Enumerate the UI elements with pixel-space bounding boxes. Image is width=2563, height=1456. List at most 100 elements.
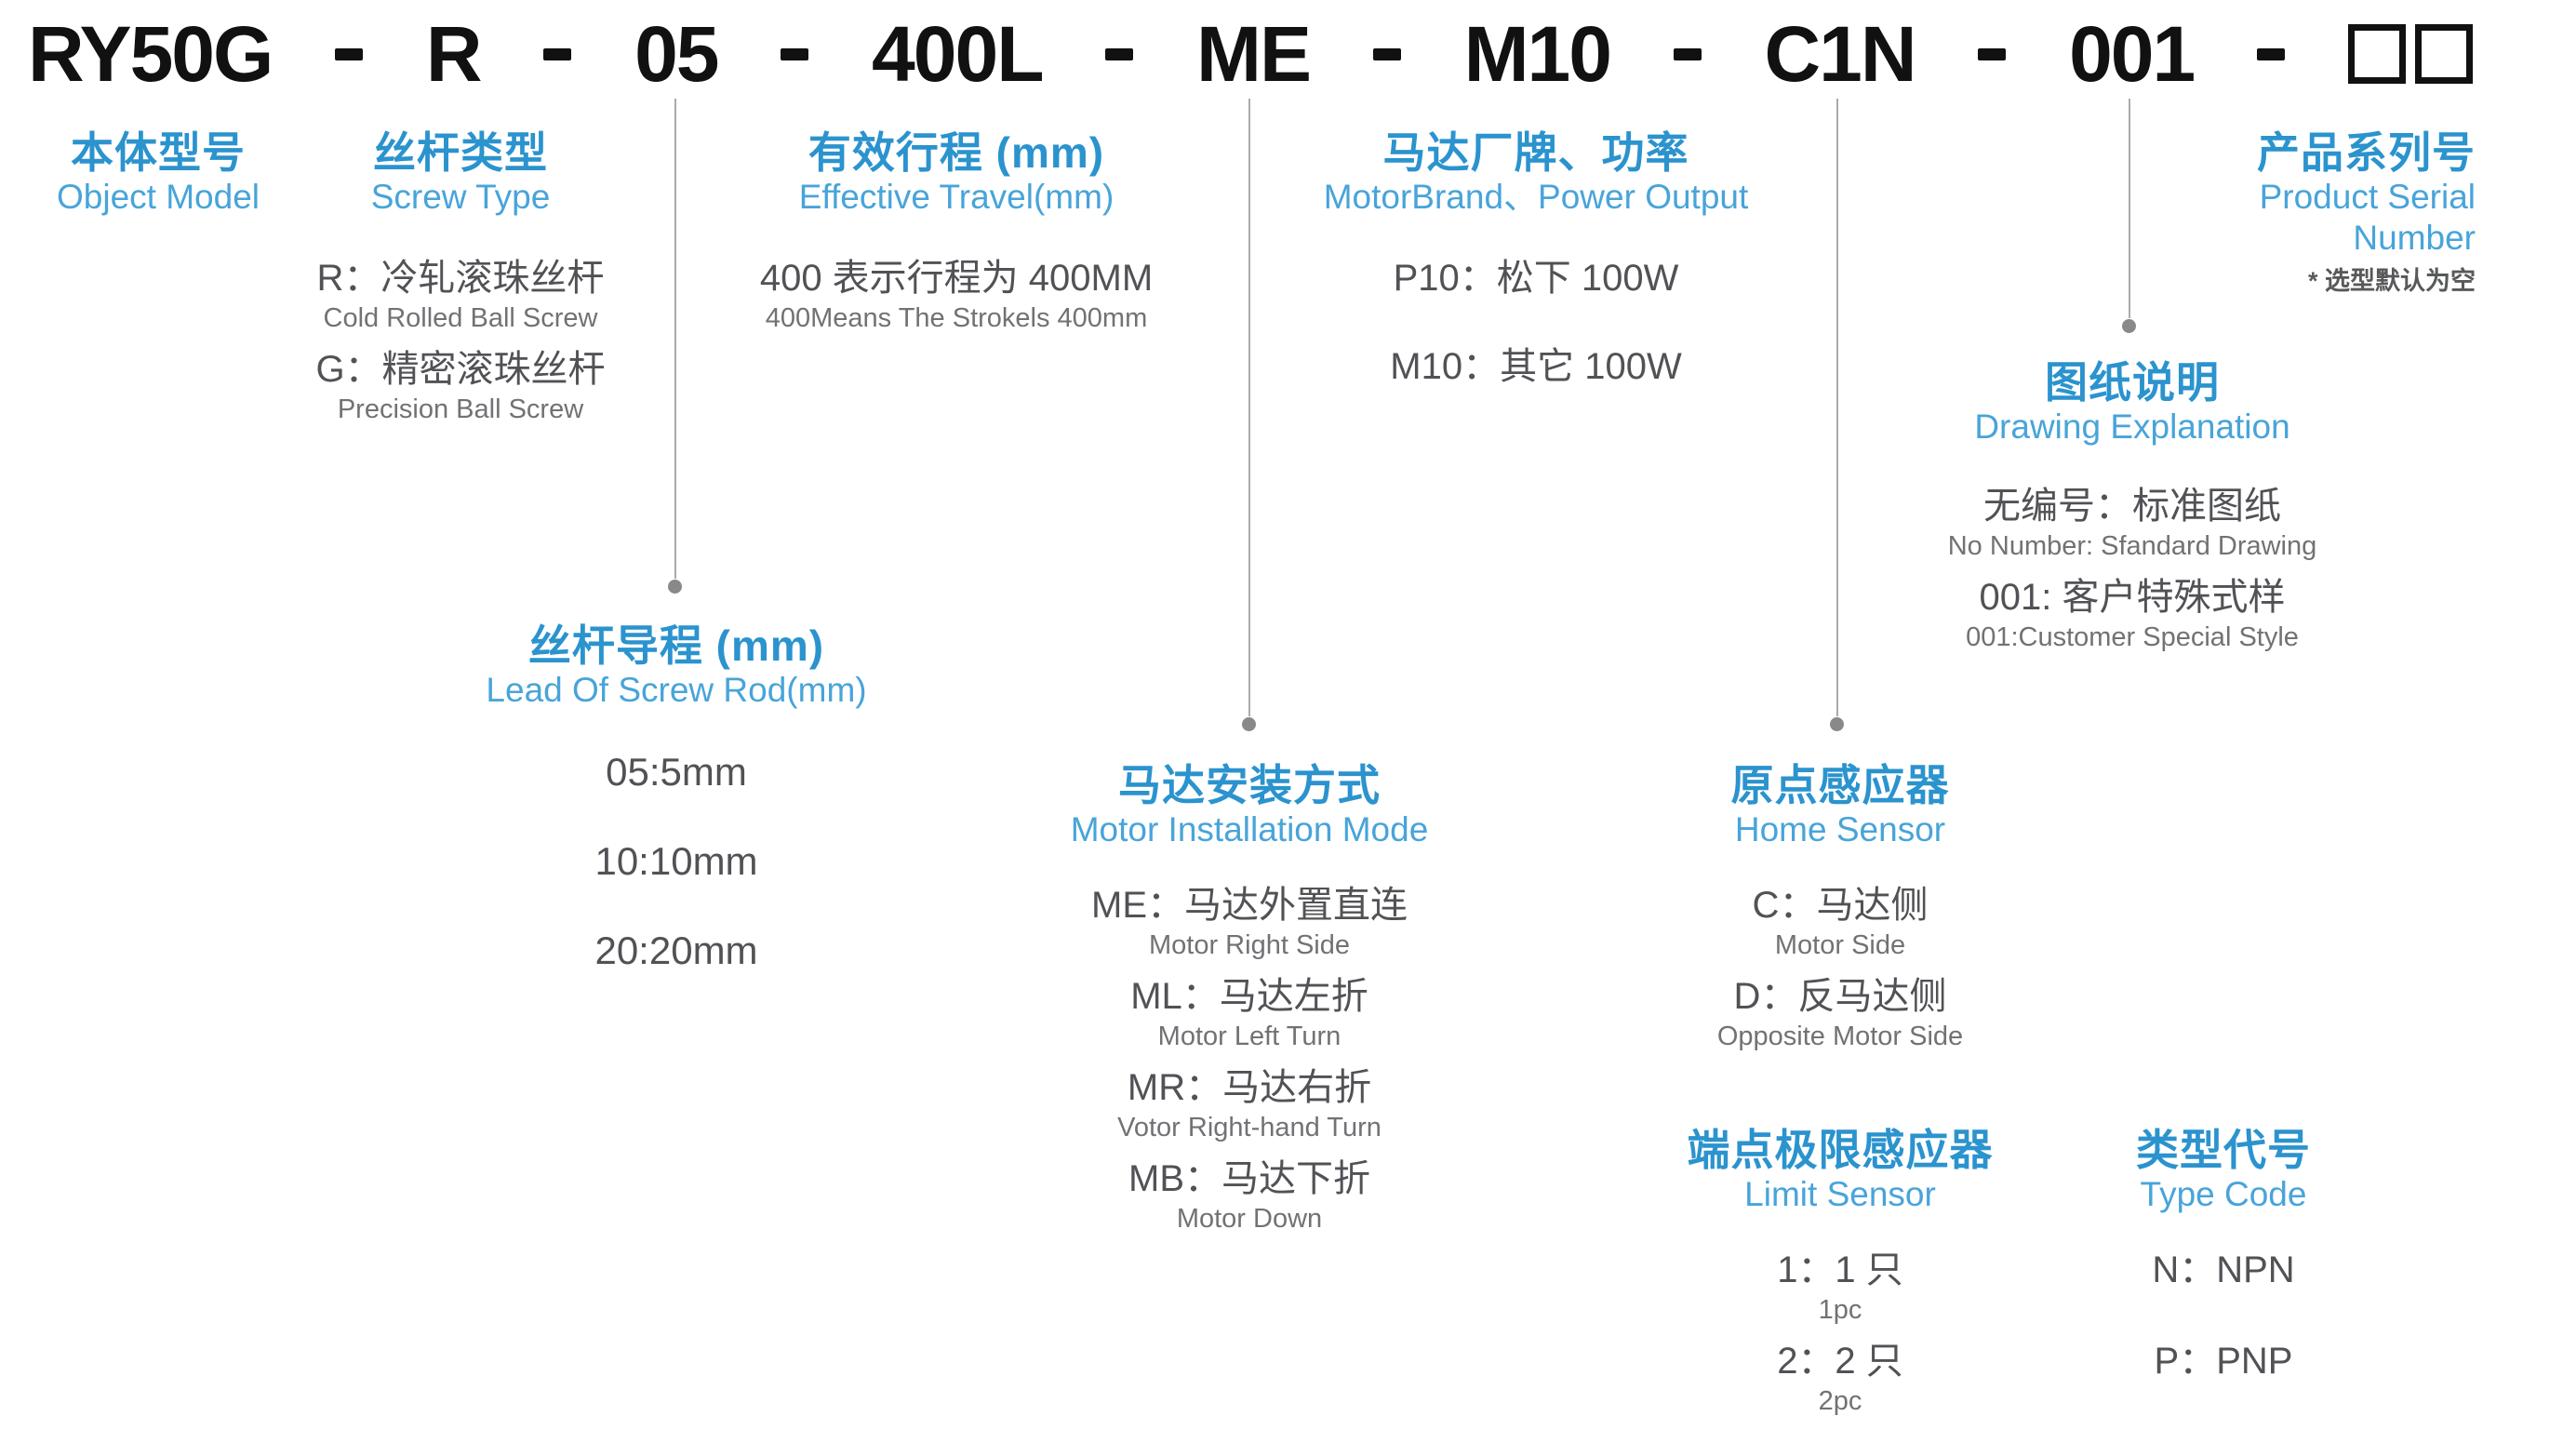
option-row: ML：马达左折 Motor Left Turn bbox=[1071, 973, 1429, 1053]
option-label-en: 400Means The Strokels 400mm bbox=[765, 303, 1148, 333]
dash-separator bbox=[1105, 47, 1134, 60]
option-list: ME：马达外置直连 Motor Right Side ML：马达左折 Motor… bbox=[1071, 882, 1429, 1236]
connector-line-lead bbox=[674, 99, 676, 579]
option-row: 无编号：标准图纸 No Number: Sfandard Drawing bbox=[1948, 483, 2317, 563]
option-label-zh: 20:20mm bbox=[594, 928, 758, 972]
option-label-en: Cold Rolled Ball Screw bbox=[323, 303, 598, 333]
section-screw-type: 丝杆类型 Screw Type R：冷轧滚珠丝杆 Cold Rolled Bal… bbox=[315, 128, 605, 437]
option-label-en: Opposite Motor Side bbox=[1716, 1022, 1964, 1051]
model-segment-installation: ME bbox=[1196, 10, 1312, 98]
model-segment-lead: 05 bbox=[634, 10, 719, 98]
section-home-sensor: 原点感应器 Home Sensor C：马达侧 Motor Side D：反马达… bbox=[1717, 761, 1963, 1064]
section-motor-brand: 马达厂牌、功率 MotorBrand、Power Output P10：松下 1… bbox=[1324, 128, 1749, 432]
section-effective-travel: 有效行程 (mm) Effective Travel(mm) 400 表示行程为… bbox=[760, 128, 1153, 346]
section-title-en: Lead Of Screw Rod(mm) bbox=[486, 671, 867, 709]
model-code-title: RY50G R 05 400L ME M10 C1N 001 bbox=[28, 7, 2473, 100]
section-limit-sensor: 端点极限感应器 Limit Sensor 1：1 只 1pc 2：2 只 2pc bbox=[1688, 1126, 1994, 1429]
placeholder-box bbox=[2414, 24, 2473, 84]
connector-line-home-sensor bbox=[1836, 99, 1838, 716]
dash-separator bbox=[781, 47, 809, 60]
option-list: C：马达侧 Motor Side D：反马达侧 Opposite Motor S… bbox=[1717, 882, 1963, 1053]
option-label-zh: R：冷轧滚珠丝杆 bbox=[316, 258, 605, 299]
option-row: 400 表示行程为 400MM 400Means The Strokels 40… bbox=[760, 255, 1153, 335]
section-title-en: Drawing Explanation bbox=[1974, 407, 2290, 446]
dash-separator bbox=[1673, 47, 1702, 60]
option-label-zh: 10:10mm bbox=[594, 839, 758, 883]
option-row: M10：其它 100W bbox=[1324, 343, 1749, 390]
section-title-en: Limit Sensor bbox=[1744, 1175, 1936, 1213]
option-label-zh: MR：马达右折 bbox=[1127, 1067, 1372, 1108]
option-row: R：冷轧滚珠丝杆 Cold Rolled Ball Screw bbox=[315, 255, 605, 335]
option-label-zh: N：NPN bbox=[2152, 1249, 2295, 1290]
option-label-en: Precision Ball Screw bbox=[337, 394, 584, 424]
option-label-zh: M10：其它 100W bbox=[1390, 346, 1682, 387]
option-label-zh: ME：马达外置直连 bbox=[1091, 885, 1408, 926]
placeholder-box bbox=[2347, 24, 2406, 84]
option-label-zh: C：马达侧 bbox=[1752, 885, 1929, 926]
model-segment-motor: M10 bbox=[1463, 10, 1612, 98]
option-row: 05:5mm bbox=[486, 748, 866, 796]
option-label-en: 2pc bbox=[1818, 1386, 1862, 1416]
section-title-zh: 丝杆类型 bbox=[373, 128, 548, 177]
section-title-en: Effective Travel(mm) bbox=[798, 178, 1115, 216]
model-segment-body: RY50G bbox=[28, 10, 274, 98]
option-list: 400 表示行程为 400MM 400Means The Strokels 40… bbox=[760, 255, 1153, 335]
model-segment-travel: 400L bbox=[872, 10, 1044, 98]
section-title-zh: 本体型号 bbox=[71, 128, 246, 177]
option-list: R：冷轧滚珠丝杆 Cold Rolled Ball Screw G：精密滚珠丝杆… bbox=[315, 255, 605, 426]
option-label-zh: D：反马达侧 bbox=[1733, 976, 1947, 1017]
option-row: MR：马达右折 Votor Right-hand Turn bbox=[1071, 1064, 1429, 1144]
model-segment-drawing: 001 bbox=[2069, 10, 2196, 98]
model-segment-screw-type: R bbox=[425, 10, 483, 98]
option-label-en: Motor Right Side bbox=[1149, 930, 1350, 960]
section-motor-installation: 马达安装方式 Motor Installation Mode ME：马达外置直连… bbox=[1071, 761, 1429, 1247]
dash-separator bbox=[543, 47, 572, 60]
section-title-en-line1: Product Serial bbox=[2259, 178, 2476, 216]
option-label-zh: 1：1 只 bbox=[1777, 1249, 1903, 1290]
connector-dot-home-sensor bbox=[1830, 717, 1844, 731]
option-label-zh: G：精密滚珠丝杆 bbox=[315, 349, 606, 390]
connector-dot-installation bbox=[1242, 717, 1256, 731]
option-row: G：精密滚珠丝杆 Precision Ball Screw bbox=[315, 346, 605, 426]
section-title-zh: 丝杆导程 (mm) bbox=[527, 621, 825, 670]
connector-line-drawing bbox=[2129, 99, 2130, 318]
section-drawing-explanation: 图纸说明 Drawing Explanation 无编号：标准图纸 No Num… bbox=[1948, 358, 2317, 665]
section-title-en: Type Code bbox=[2140, 1175, 2307, 1213]
section-title-zh: 马达厂牌、功率 bbox=[1382, 128, 1689, 177]
section-title-zh: 类型代号 bbox=[2136, 1126, 2311, 1174]
option-row: ME：马达外置直连 Motor Right Side bbox=[1071, 882, 1429, 962]
section-type-code: 类型代号 Type Code N：NPN P：PNP bbox=[2136, 1126, 2311, 1429]
dash-separator bbox=[2257, 47, 2286, 60]
dash-separator bbox=[1372, 47, 1401, 60]
dash-separator bbox=[1978, 47, 2007, 60]
option-row: D：反马达侧 Opposite Motor Side bbox=[1717, 973, 1963, 1053]
option-row: 20:20mm bbox=[486, 927, 866, 975]
option-label-en: 1pc bbox=[1818, 1295, 1862, 1325]
serial-placeholder bbox=[2347, 24, 2473, 84]
option-label-en: 001:Customer Special Style bbox=[1966, 622, 2299, 652]
option-label-zh: MB：马达下折 bbox=[1128, 1158, 1370, 1199]
option-row: P10：松下 100W bbox=[1324, 255, 1749, 301]
section-title-en: Object Model bbox=[57, 178, 260, 216]
option-row: 10:10mm bbox=[486, 837, 866, 886]
section-title-en: Home Sensor bbox=[1734, 810, 1946, 848]
model-segment-sensor: C1N bbox=[1764, 10, 1917, 98]
option-list: 1：1 只 1pc 2：2 只 2pc bbox=[1688, 1247, 1994, 1418]
option-row: MB：马达下折 Motor Down bbox=[1071, 1155, 1429, 1236]
option-label-zh: P：PNP bbox=[2154, 1341, 2293, 1382]
section-title-zh: 图纸说明 bbox=[2044, 358, 2220, 407]
section-title-zh: 马达安装方式 bbox=[1118, 761, 1381, 809]
section-title-zh: 端点极限感应器 bbox=[1687, 1126, 1994, 1174]
section-object-model: 本体型号 Object Model bbox=[57, 128, 260, 218]
section-title-en: MotorBrand、Power Output bbox=[1323, 178, 1749, 216]
option-label-zh: 400 表示行程为 400MM bbox=[759, 258, 1154, 299]
option-row: C：马达侧 Motor Side bbox=[1717, 882, 1963, 962]
option-label-en: Motor Down bbox=[1176, 1204, 1323, 1234]
section-title-zh: 产品系列号 bbox=[2257, 128, 2476, 177]
dash-separator bbox=[335, 47, 364, 60]
option-list: 05:5mm 10:10mm 20:20mm bbox=[486, 748, 866, 975]
section-product-serial: 产品系列号 Product Serial Number * 选型默认为空 bbox=[2257, 128, 2476, 296]
option-list: P10：松下 100W M10：其它 100W bbox=[1324, 255, 1749, 390]
section-title-en: Motor Installation Mode bbox=[1070, 810, 1429, 848]
serial-default-note: * 选型默认为空 bbox=[2307, 267, 2476, 295]
